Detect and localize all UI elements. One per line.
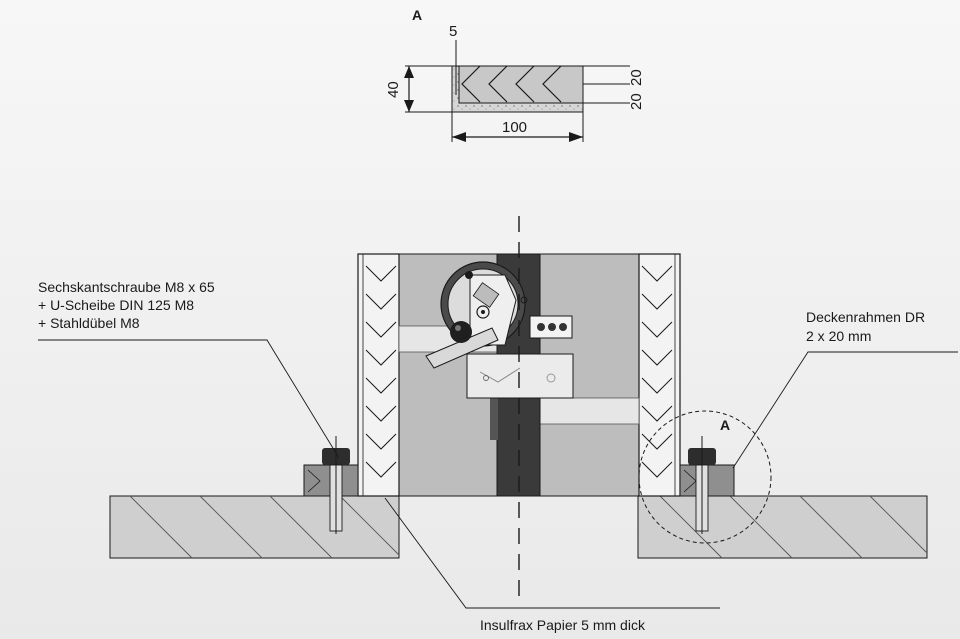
screw-label-line3: + Stahldübel M8 xyxy=(38,315,140,331)
handle-knob-icon xyxy=(450,321,472,343)
dim-right-bottom: 20 xyxy=(628,93,645,110)
detail-circle xyxy=(638,410,772,544)
anchor-bolt-right xyxy=(679,436,735,534)
dim-top: 5 xyxy=(449,23,457,40)
dim-right-top: 20 xyxy=(628,69,645,86)
paper-label: Insulfrax Papier 5 mm dick xyxy=(480,617,646,633)
screw-label-line2: + U-Scheibe DIN 125 M8 xyxy=(38,297,194,313)
rod-right xyxy=(539,397,640,425)
detail-chevrons xyxy=(461,65,562,103)
blade-edge xyxy=(490,390,498,440)
dim-bottom: 100 xyxy=(502,119,527,136)
thermal-trigger xyxy=(466,353,574,399)
dim-left: 40 xyxy=(385,81,402,98)
anchor-bolt-left xyxy=(303,436,359,534)
frame-label-line1: Deckenrahmen DR xyxy=(806,309,925,325)
housing-wall-left xyxy=(357,253,400,497)
housing-wall-right xyxy=(638,253,681,497)
detail-a: A 5 40 100 20 20 xyxy=(385,7,645,142)
detail-marker: A xyxy=(412,7,422,23)
release-mechanism xyxy=(425,261,528,369)
circle-marker: A xyxy=(720,417,730,433)
detail-seal-inner xyxy=(458,65,584,104)
ceiling-slab xyxy=(109,495,928,559)
connector-block xyxy=(529,315,573,339)
screw-label-line1: Sechskantschraube M8 x 65 xyxy=(38,279,215,295)
leader-lines xyxy=(38,339,958,609)
frame-label-line2: 2 x 20 mm xyxy=(806,328,871,344)
